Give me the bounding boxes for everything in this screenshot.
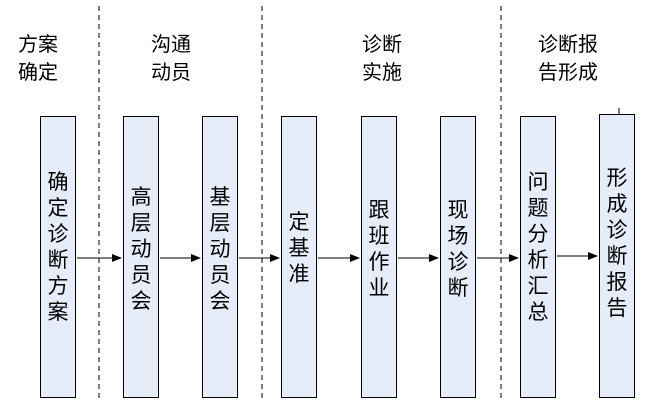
phase-label-diagnosis-implementation: 诊断 实施: [362, 32, 402, 84]
phase-label-plan-confirm: 方案 确定: [18, 32, 58, 84]
process-box-onsite-diagnosis: 现 场 诊 断: [440, 116, 476, 398]
process-box-label: 形 成 诊 断 报 告: [606, 166, 628, 320]
process-box-confirm-plan: 确 定 诊 断 方 案: [40, 116, 76, 398]
process-box-label: 基 层 动 员 会: [209, 185, 231, 313]
phase-label-communication: 沟通 动员: [151, 32, 191, 84]
process-box-label: 确 定 诊 断 方 案: [47, 170, 69, 324]
process-box-diagnosis-report: 形 成 诊 断 报 告: [599, 114, 635, 398]
process-box-label: 现 场 诊 断: [447, 198, 469, 300]
phase-label-report-formation: 诊断报 告形成: [538, 32, 598, 84]
process-box-shift-shadowing: 跟 班 作 业: [361, 116, 397, 398]
process-box-grassroots-meeting: 基 层 动 员 会: [202, 116, 238, 398]
process-box-label: 高 层 动 员 会: [130, 185, 152, 313]
process-box-label: 问 题 分 析 汇 总: [527, 170, 549, 324]
process-box-label: 定 基 准: [288, 210, 310, 286]
process-box-senior-meeting: 高 层 动 员 会: [123, 116, 159, 398]
process-box-label: 跟 班 作 业: [368, 198, 390, 300]
process-box-problem-analysis: 问 题 分 析 汇 总: [520, 116, 556, 398]
process-box-set-baseline: 定 基 准: [281, 116, 317, 398]
